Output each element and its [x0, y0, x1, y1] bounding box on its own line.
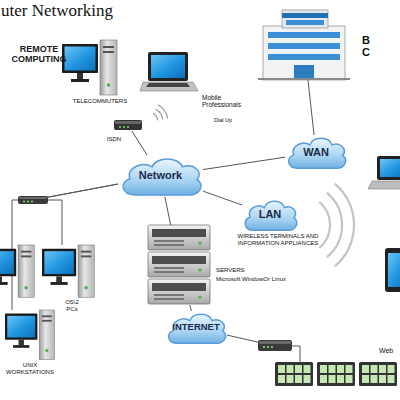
server-stack: SERVERSMicrosoft WindowOr Linux [148, 225, 210, 305]
network-link [203, 191, 242, 205]
unix-icon [5, 310, 55, 360]
internet-cloud: INTERNET [165, 311, 227, 345]
telecommuter-computer: TELECOMMUTERS [62, 40, 117, 95]
computer-icon [62, 40, 117, 95]
link-label: Dial Up [214, 117, 244, 123]
node-label: Network [118, 169, 203, 181]
node-label: WAN [285, 146, 347, 158]
node-label: UNIX WORKSTATIONS [3, 362, 57, 375]
network-cloud: Network [118, 155, 203, 197]
web-servers: Web [275, 362, 397, 388]
network-link [308, 80, 314, 135]
tablet-icon [385, 248, 400, 292]
node-label: B C [362, 34, 374, 59]
network-link [190, 305, 192, 311]
unix-workstation: UNIX WORKSTATIONS [5, 310, 55, 360]
device-caption: WIRELESS TERMINALS AND INFORMATION APPLI… [234, 233, 322, 246]
mobile-laptop: Mobile Professionals [140, 52, 198, 94]
connector-layer [12, 80, 314, 362]
diagram-title: uter Networking [1, 1, 113, 20]
node-label: OS\2 PCs [60, 299, 84, 312]
pc-group: OS\2 PCs [0, 245, 110, 297]
network-link [165, 197, 171, 225]
building-icon [258, 8, 350, 80]
node-label: SERVERS [216, 267, 276, 274]
network-link [203, 157, 285, 169]
network-link [33, 184, 118, 245]
node-sublabel: Microsoft WindowOr Linux [216, 276, 316, 283]
node-label: LAN [242, 208, 298, 220]
network-link [12, 184, 118, 310]
office-building: B C [258, 8, 350, 80]
wan-cloud: WAN [285, 135, 347, 170]
servers-icon [148, 225, 210, 305]
network-link [227, 335, 300, 362]
node-label: ISDN [102, 136, 126, 143]
hub-device [18, 196, 48, 204]
wireless-waves [319, 184, 354, 267]
router-device [258, 340, 292, 351]
laptop-icon [368, 156, 400, 189]
section-heading: REMOTE COMPUTING [0, 44, 78, 64]
racks-icon [275, 362, 397, 388]
router-icon [114, 119, 142, 131]
node-label: Web [379, 347, 399, 355]
network-link [132, 131, 147, 155]
node-label: TELECOMMUTERS [70, 98, 130, 105]
laptop-icon [140, 52, 198, 94]
lan-cloud: LAN [242, 198, 298, 232]
node-label: INTERNET [165, 322, 227, 333]
isdn-router: ISDN [114, 119, 142, 131]
wifi-waves [153, 105, 168, 121]
node-label: Mobile Professionals [202, 94, 244, 109]
pcs-icon [0, 245, 110, 297]
